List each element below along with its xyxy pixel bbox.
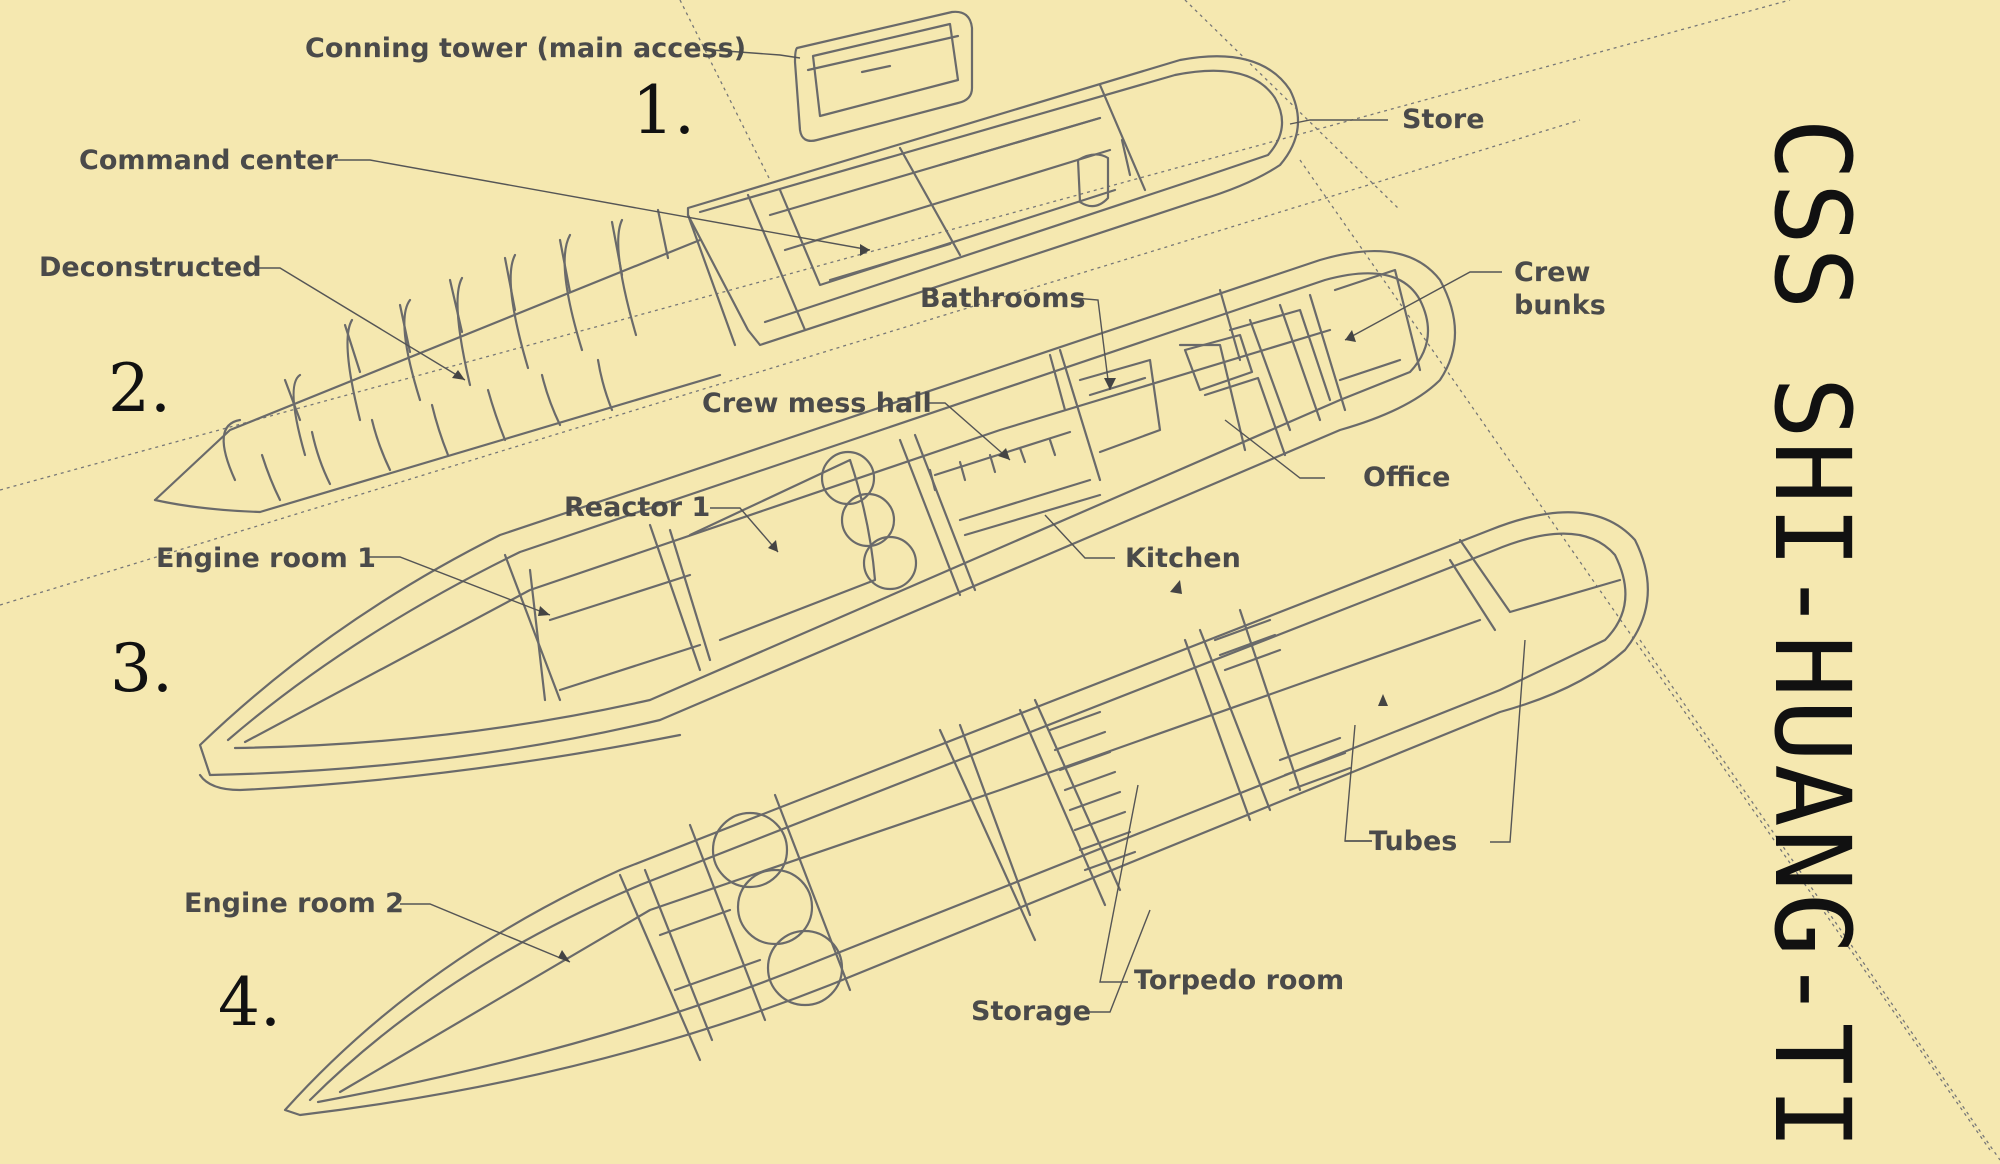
label-store: Store xyxy=(1402,104,1485,135)
label-crew-bunks-line2: bunks xyxy=(1514,290,1606,321)
vessel-title: CSS SHI-HUANG-TI xyxy=(1751,118,1873,1152)
label-crew-mess-hall: Crew mess hall xyxy=(702,388,932,419)
section-number-4: 4. xyxy=(218,964,281,1041)
label-storage: Storage xyxy=(971,996,1092,1027)
label-office: Office xyxy=(1363,462,1451,493)
label-kitchen: Kitchen xyxy=(1125,543,1241,574)
label-crew-bunks-line1: Crew xyxy=(1514,257,1591,288)
label-command-center: Command center xyxy=(79,145,338,176)
middle-deck-sketch xyxy=(198,250,1456,792)
label-conning-tower: Conning tower (main access) xyxy=(305,33,747,64)
deconstructed-hull-sketch xyxy=(153,208,722,514)
label-engine-room-1: Engine room 1 xyxy=(156,543,376,574)
upper-deck-sketch xyxy=(686,55,1300,347)
label-engine-room-2: Engine room 2 xyxy=(184,888,404,919)
lower-deck-sketch xyxy=(283,511,1649,1117)
label-bathrooms: Bathrooms xyxy=(920,283,1086,314)
section-number-2: 2. xyxy=(108,350,171,427)
section-number-3: 3. xyxy=(110,630,173,707)
arrowheads xyxy=(452,244,1388,962)
label-torpedo-room: Torpedo room xyxy=(1134,965,1345,996)
leader-lines xyxy=(255,49,1526,1013)
label-deconstructed: Deconstructed xyxy=(39,252,262,283)
label-tubes: Tubes xyxy=(1369,826,1458,857)
label-reactor-1: Reactor 1 xyxy=(564,492,711,523)
section-number-1: 1. xyxy=(632,72,695,149)
conning-tower-sketch xyxy=(793,10,974,142)
